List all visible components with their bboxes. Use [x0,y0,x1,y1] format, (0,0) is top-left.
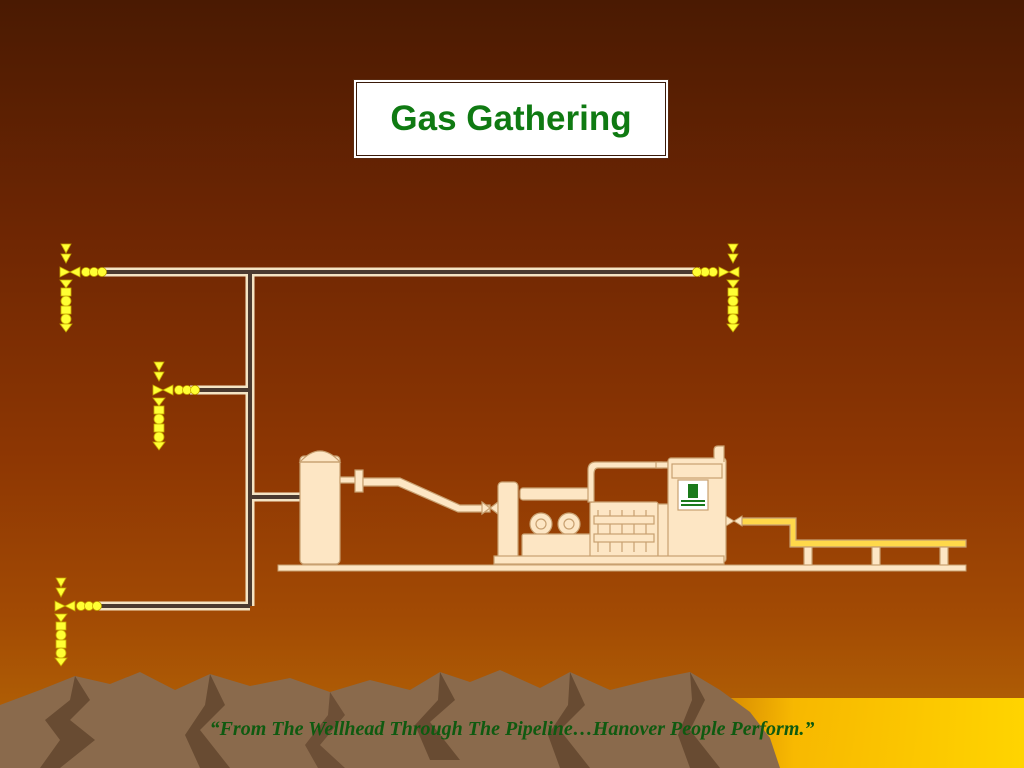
wellhead-valve-icon [692,243,740,333]
wellhead-valve-icon [152,361,200,451]
compressor-icon [493,445,727,565]
slide-title: Gas Gathering [390,99,632,138]
mountain-range [0,670,780,768]
title-box: Gas Gathering [356,82,666,156]
discharge-valve-icon [725,515,743,527]
wellhead-valve-icon [59,243,107,333]
wellhead-valve-icon [54,577,102,667]
sales-pipeline [741,517,967,566]
slide-tagline: “From The Wellhead Through The Pipeline…… [209,718,815,740]
vertical-tank-icon [298,450,342,565]
inlet-piping [339,469,499,516]
equipment-skid [277,564,967,572]
gathering-pipeline [95,267,700,611]
